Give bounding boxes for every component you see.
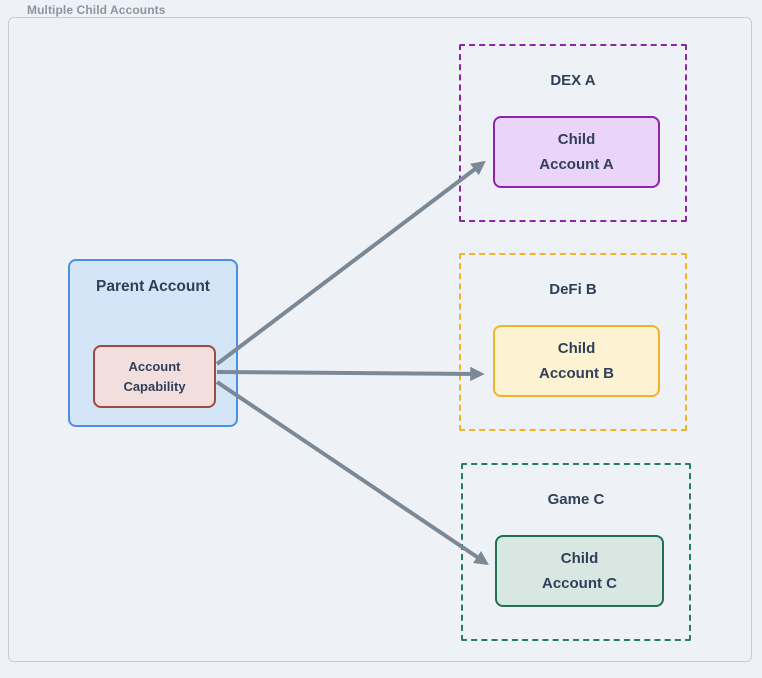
group-dex-a-label: DEX A: [550, 72, 596, 89]
child-account-b-box: Child Account B: [493, 325, 660, 397]
child-account-c-box: Child Account C: [495, 535, 664, 607]
child-account-a-box: Child Account A: [493, 116, 660, 188]
group-game-c-label: Game C: [547, 491, 605, 508]
parent-account-box: Parent Account Account Capability: [68, 259, 238, 427]
child-account-b-label: Child Account B: [539, 340, 614, 382]
diagram-title: Multiple Child Accounts: [27, 3, 166, 17]
group-defi-b-label: DeFi B: [549, 281, 597, 298]
child-account-a-label: Child Account A: [539, 131, 614, 173]
parent-account-label: Parent Account: [96, 278, 210, 295]
account-capability-label: Account Capability: [123, 358, 186, 394]
group-dex-a: DEX A Child Account A: [459, 44, 687, 222]
child-account-c-label: Child Account C: [542, 550, 617, 592]
group-game-c: Game C Child Account C: [461, 463, 691, 641]
group-defi-b: DeFi B Child Account B: [459, 253, 687, 431]
account-capability-box: Account Capability: [93, 345, 216, 408]
